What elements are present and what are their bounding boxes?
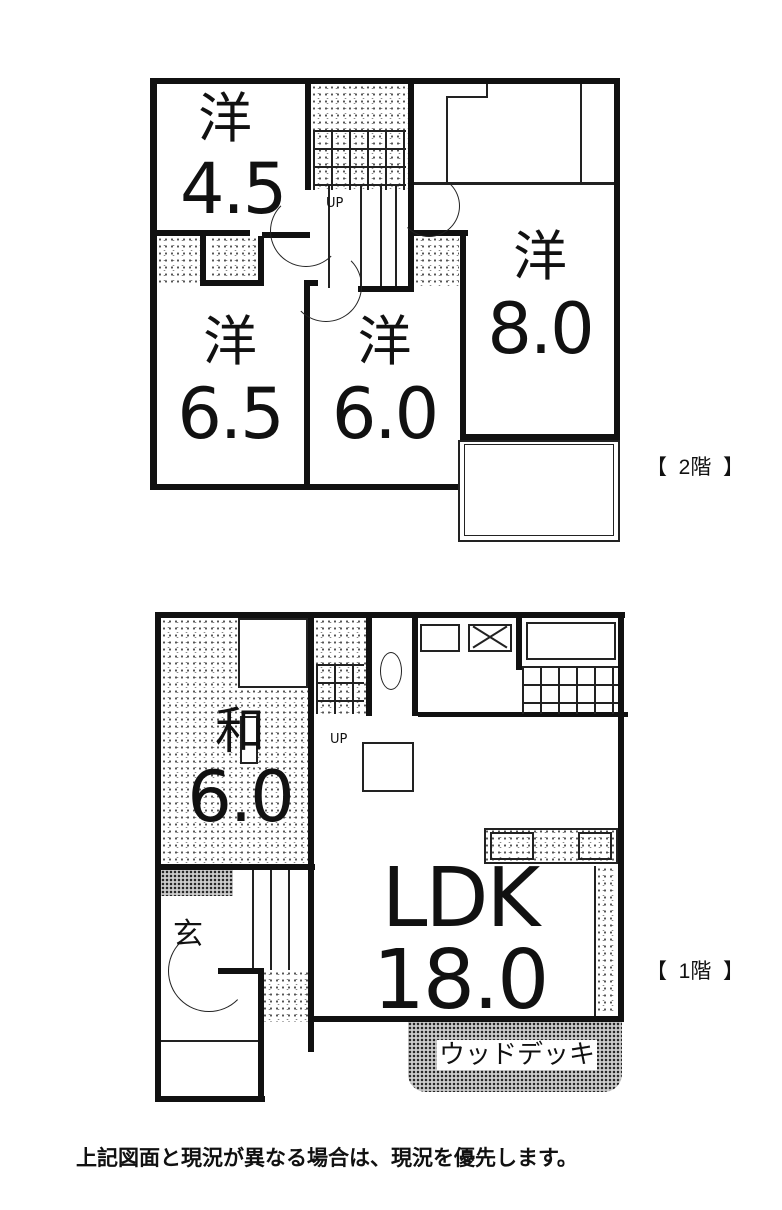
toilet-icon	[380, 652, 402, 690]
wood-deck-label: ウッドデッキ	[437, 1040, 597, 1070]
room-western-6-5: 洋 6.5	[177, 310, 284, 455]
stair-up-mark-1f: UP	[330, 732, 348, 747]
stove-icon	[578, 832, 612, 860]
kitchen-sink-icon	[490, 832, 534, 860]
sink-icon	[420, 624, 460, 652]
bathtub-icon	[526, 622, 616, 660]
floor-2-label: 【 2階 】	[646, 456, 745, 479]
room-western-8-0: 洋 8.0	[487, 225, 594, 370]
room-western-4-5: 洋 4.5	[180, 87, 287, 230]
room-entrance: 玄	[173, 917, 203, 952]
disclaimer-note: 上記図面と現況が異なる場合は、現況を優先します。	[76, 1146, 578, 1170]
room-ldk-18-0: LDK 18.0	[372, 851, 550, 1028]
room-japanese-6-0: 和 6.0	[187, 702, 294, 838]
room-western-6-0: 洋 6.0	[331, 310, 439, 455]
floor-1-label: 【 1階 】	[646, 960, 745, 983]
